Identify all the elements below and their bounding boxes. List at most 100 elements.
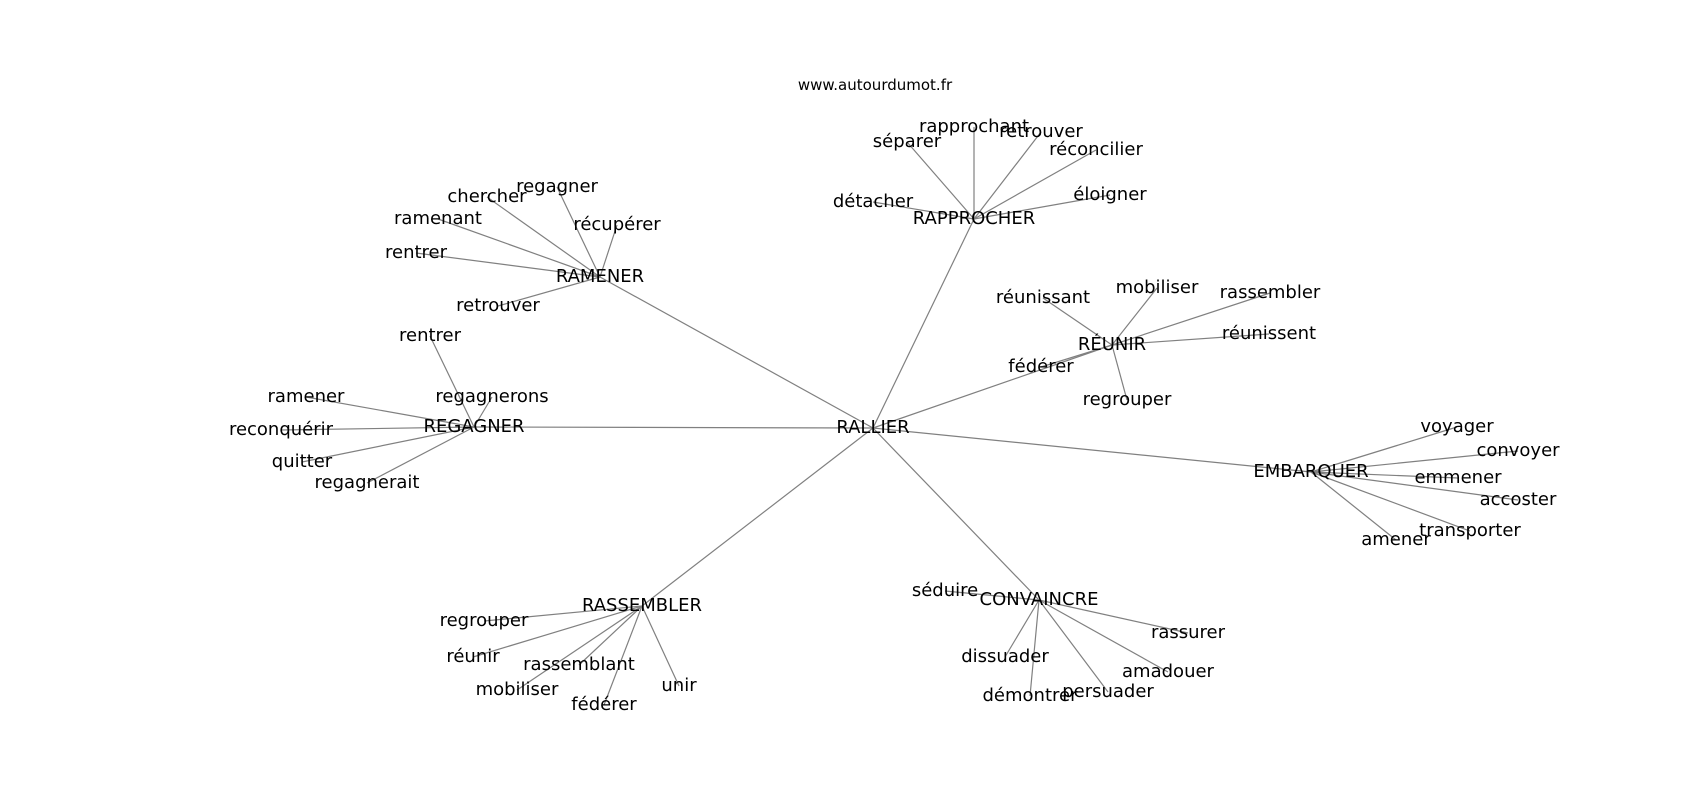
node-leaf-mobiliser: mobiliser — [476, 679, 559, 700]
node-leaf-reconquerir: reconquérir — [229, 419, 334, 440]
edge-embarquer-emmener — [1310, 471, 1459, 479]
node-leaf-detacher: détacher — [833, 191, 914, 212]
node-leaf-accoster: accoster — [1480, 489, 1557, 510]
node-leaf-federer: fédérer — [1008, 356, 1074, 377]
edge-convaincre-persuader — [1038, 599, 1109, 693]
edge-ramener-chercher — [486, 196, 601, 278]
node-leaf-reconcilier: réconcilier — [1049, 139, 1143, 160]
edge-convaincre-demontrer — [1029, 599, 1040, 697]
edge-embarquer-convoyer — [1310, 450, 1519, 473]
edge-rapprocher-separer — [906, 141, 975, 220]
edge-convaincre-seduire — [944, 590, 1040, 601]
node-leaf-reunissent: réunissent — [1222, 323, 1316, 344]
edge-rallier-reunir — [872, 344, 1113, 429]
edge-embarquer-voyager — [1310, 426, 1458, 473]
node-hub-regagner: REGAGNER — [423, 416, 524, 437]
node-center: RALLIER — [836, 417, 909, 438]
edge-reunir-reunissent — [1111, 333, 1270, 346]
node-hub-convaincre: CONVAINCRE — [980, 589, 1099, 610]
node-leaf-voyager: voyager — [1420, 416, 1494, 437]
edge-rallier-ramener — [599, 276, 874, 429]
edge-ramener-recuperer — [599, 224, 618, 278]
node-hub-rassembler: RASSEMBLER — [582, 595, 702, 616]
edge-regagner-rentrer — [429, 335, 475, 428]
node-leaf-retrouver: retrouver — [456, 295, 540, 316]
node-leaf-persuader: persuader — [1062, 681, 1154, 702]
node-hub-reunir: RÉUNIR — [1078, 333, 1146, 355]
node-leaf-rassemblant: rassemblant — [523, 654, 635, 675]
edge-rapprocher-detacher — [872, 201, 975, 220]
node-leaf-rassembler: rassembler — [1220, 282, 1321, 303]
node-leaf-dissuader: dissuader — [961, 646, 1049, 667]
node-leaf-rentrer: rentrer — [385, 242, 448, 263]
edge-embarquer-transporter — [1310, 471, 1471, 532]
edge-rassembler-reunir — [472, 605, 643, 658]
node-leaf-unir: unir — [661, 675, 697, 696]
edge-embarquer-accoster — [1310, 471, 1519, 501]
node-leaf-recuperer: récupérer — [573, 214, 661, 235]
node-leaf-federer: fédérer — [571, 694, 637, 715]
edge-embarquer-amener — [1310, 471, 1397, 541]
edge-regagner-quitter — [301, 426, 475, 463]
edge-reunir-federer — [1040, 344, 1113, 368]
edge-rassembler-unir — [641, 605, 680, 687]
edge-reunir-mobiliser — [1111, 287, 1158, 346]
node-leaf-convoyer: convoyer — [1476, 440, 1560, 461]
edge-convaincre-rassurer — [1038, 599, 1189, 634]
edge-rapprocher-reconcilier — [973, 149, 1097, 220]
edge-regagner-regagnerait — [366, 426, 475, 484]
edge-regagner-regagnerons — [473, 396, 493, 428]
node-leaf-reunissant: réunissant — [996, 287, 1090, 308]
node-leaf-ramener: ramener — [268, 386, 346, 407]
edge-regagner-reconquerir — [280, 426, 475, 431]
node-leaf-rapprochant: rapprochant — [919, 116, 1029, 137]
node-leaf-separer: séparer — [873, 131, 942, 152]
node-leaf-mobiliser: mobiliser — [1116, 277, 1199, 298]
edge-rallier-convaincre — [872, 427, 1040, 601]
edge-ramener-rentrer — [415, 252, 601, 278]
edge-rassembler-mobiliser — [516, 605, 643, 691]
edge-convaincre-amadouer — [1038, 599, 1169, 673]
node-leaf-transporter: transporter — [1419, 520, 1521, 541]
edge-convaincre-dissuader — [1004, 599, 1040, 658]
edge-reunir-regrouper — [1111, 344, 1128, 401]
edge-rallier-rassembler — [641, 427, 874, 607]
node-leaf-quitter: quitter — [272, 451, 333, 472]
node-leaf-seduire: séduire — [912, 580, 978, 601]
node-leaf-demontrer: démontrer — [983, 685, 1079, 706]
node-leaf-regagnerons: regagnerons — [435, 386, 548, 407]
edge-ramener-retrouver — [497, 276, 601, 307]
edge-rallier-regagner — [473, 426, 874, 429]
node-leaf-rentrer: rentrer — [399, 325, 462, 346]
edge-rassembler-regrouper — [483, 605, 643, 622]
edge-rassembler-rassemblant — [578, 605, 643, 666]
graph-edges — [280, 127, 1519, 706]
node-leaf-retrouver: retrouver — [999, 121, 1083, 142]
edge-regagner-ramener — [305, 396, 475, 428]
edge-rallier-rapprocher — [872, 218, 975, 429]
edge-rallier-embarquer — [872, 427, 1312, 473]
source-url: www.autourdumot.fr — [798, 76, 953, 94]
node-leaf-amadouer: amadouer — [1122, 661, 1215, 682]
node-leaf-regagner: regagner — [516, 176, 598, 197]
node-leaf-ramenant: ramenant — [394, 208, 482, 229]
node-leaf-regagnerait: regagnerait — [315, 472, 420, 493]
node-leaf-amener: amener — [1361, 529, 1431, 550]
edge-reunir-reunissant — [1042, 297, 1113, 346]
edge-reunir-rassembler — [1111, 292, 1271, 346]
node-leaf-regrouper: regrouper — [440, 610, 529, 631]
node-leaf-regrouper: regrouper — [1083, 389, 1172, 410]
node-hub-embarquer: EMBARQUER — [1253, 461, 1368, 482]
node-leaf-chercher: chercher — [447, 186, 527, 207]
edge-rapprocher-retrouver — [973, 131, 1042, 220]
edge-rassembler-federer — [603, 605, 643, 706]
graph-labels: RALLIERRAPPROCHERséparerrapprochantretro… — [229, 116, 1560, 715]
edge-rapprocher-eloigner — [973, 194, 1111, 220]
node-leaf-reunir: réunir — [446, 646, 500, 667]
node-hub-rapprocher: RAPPROCHER — [913, 208, 1035, 229]
node-leaf-eloigner: éloigner — [1073, 184, 1147, 205]
node-hub-ramener: RAMENER — [556, 266, 644, 287]
edge-ramener-ramenant — [437, 218, 601, 278]
node-leaf-rassurer: rassurer — [1151, 622, 1226, 643]
